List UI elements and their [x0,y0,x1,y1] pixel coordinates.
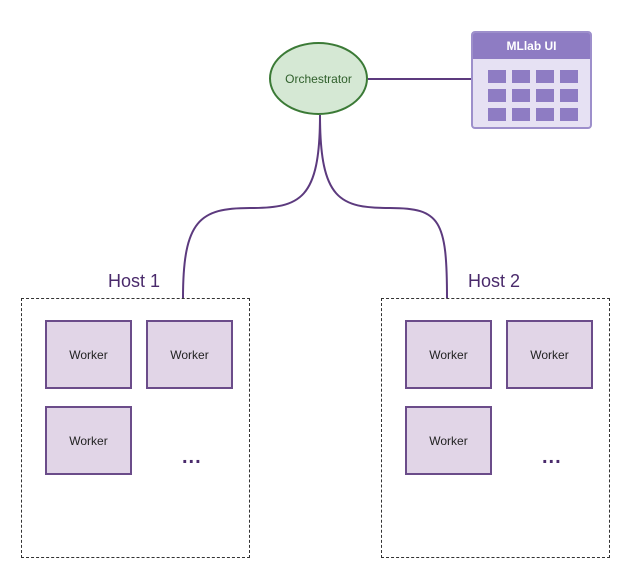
host-2-container[interactable]: Worker Worker Worker ... [381,298,610,558]
host-2-label: Host 2 [468,271,521,291]
grid-cell [488,108,506,121]
worker-label: Worker [69,347,108,362]
worker-label: Worker [170,347,209,362]
host-1-container[interactable]: Worker Worker Worker ... [21,298,250,558]
grid-cell [560,89,578,102]
grid-cell [512,108,530,121]
mllab-ui-grid-icon [473,59,590,121]
host-2-worker-2[interactable]: Worker [506,320,593,389]
host-2-worker-1[interactable]: Worker [405,320,492,389]
host-1-worker-3[interactable]: Worker [45,406,132,475]
edge-orchestrator-host2 [319,114,448,299]
orchestrator-label: Orchestrator [285,71,352,86]
host-2-more-ellipsis: ... [542,446,562,468]
worker-label: Worker [429,347,468,362]
mllab-ui-title: MLlab UI [473,33,590,59]
worker-label: Worker [69,433,108,448]
grid-cell [512,89,530,102]
worker-label: Worker [429,433,468,448]
mllab-ui-node[interactable]: MLlab UI [471,31,592,129]
host-1-worker-1[interactable]: Worker [45,320,132,389]
orchestrator-node[interactable]: Orchestrator [269,42,368,115]
grid-cell [560,108,578,121]
host-2-worker-3[interactable]: Worker [405,406,492,475]
grid-cell [488,70,506,83]
edge-orchestrator-host1 [182,114,321,299]
host-1-label: Host 1 [108,271,161,291]
grid-cell [536,89,554,102]
grid-cell [512,70,530,83]
grid-cell [488,89,506,102]
grid-cell [560,70,578,83]
grid-cell [536,70,554,83]
grid-cell [536,108,554,121]
host-1-more-ellipsis: ... [182,446,202,468]
worker-label: Worker [530,347,569,362]
host-1-worker-2[interactable]: Worker [146,320,233,389]
